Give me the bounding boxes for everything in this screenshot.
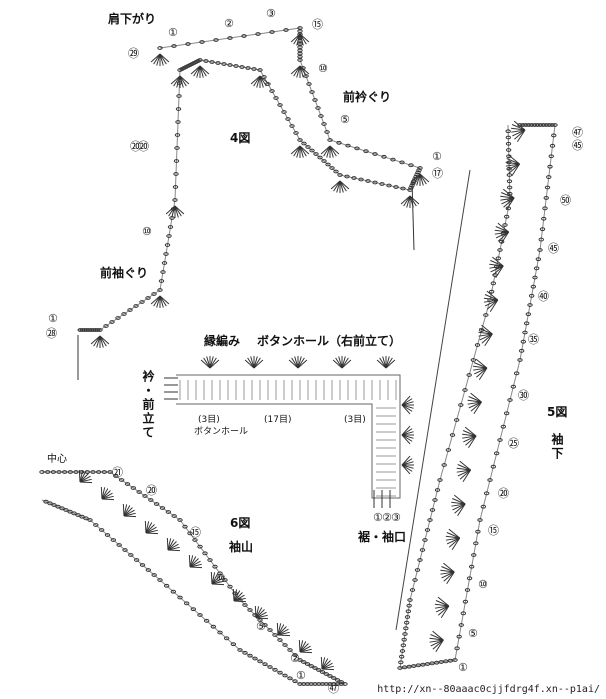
fig6-row-0: ㉑ — [112, 466, 123, 479]
edging-row-2: ③ — [391, 511, 401, 524]
fig5-label: 袖下 — [550, 433, 564, 461]
fig4-row-9: ㉙ — [128, 47, 139, 60]
fig6-row-7: ㊼ — [328, 682, 339, 695]
fig5-row-5: ㉟ — [528, 333, 539, 346]
fig6-row-4: ⑤ — [256, 620, 266, 633]
fig6-title: 6図 — [230, 516, 251, 530]
fig6-center-label: 中心 — [47, 454, 67, 465]
fig4-row-8: ⑰ — [432, 167, 443, 180]
fig5-outline — [395, 120, 558, 670]
fig5-row-10: ⑩ — [478, 578, 488, 591]
fig4-row-2: ③ — [266, 7, 276, 20]
edging-outline — [164, 356, 414, 508]
fig4-row-1: ② — [224, 17, 234, 30]
fig6-row-3: ⑩ — [216, 572, 226, 585]
fig4-title: 4図 — [230, 131, 251, 145]
fig5-row-4: ㊵ — [538, 290, 549, 303]
fig4-row-5: ⑩ — [318, 62, 328, 75]
count-3a: (3目) — [198, 415, 220, 425]
fig5-row-12: ① — [458, 661, 468, 674]
fig5-row-6: ㉚ — [518, 389, 529, 402]
fig6-row-5: ② — [290, 652, 300, 665]
fig4-row-0: ① — [168, 26, 178, 39]
fig4-row-13: ㉘ — [46, 327, 57, 340]
fig5-row-7: ㉕ — [508, 437, 519, 450]
edging-row-1: ② — [382, 511, 392, 524]
fig6-row-6: ① — [296, 669, 306, 682]
fig5-title: 5図 — [547, 405, 568, 419]
fig4-outline — [77, 26, 430, 380]
fig4-row-4: ⑳ — [130, 140, 141, 153]
count-17: (17目) — [264, 415, 292, 425]
fig5-row-9: ⑮ — [488, 524, 499, 537]
fig4-row-11: ⑩ — [142, 225, 152, 238]
buttonhole-title: ボタンホール（右前立て） — [257, 334, 402, 348]
fig5-row-8: ⑳ — [498, 487, 509, 500]
edging-row-0: ① — [373, 511, 383, 524]
fig6-label: 袖山 — [229, 540, 254, 554]
fig4-row-7: ① — [432, 150, 442, 163]
source-url: http://xn--80aaac0cjjfdrg4f.xn--p1ai/ — [377, 684, 600, 695]
fig4-armhole-label: 前袖ぐり — [100, 266, 149, 280]
fig4-collar-label: 前衿ぐり — [343, 90, 392, 104]
fig6-outline — [39, 469, 348, 686]
fig4-row-6: ⑤ — [340, 113, 350, 126]
fig5-row-2: ㊿ — [560, 194, 571, 207]
buttonhole-label: ボタンホール — [194, 427, 249, 437]
fig5-row-3: ㊺ — [548, 242, 559, 255]
collar-label: 衿・前立て — [141, 370, 155, 440]
fig5-row-0: ㊼ — [572, 126, 583, 139]
fig6-row-1: ⑳ — [146, 484, 157, 497]
bottom-label: 裾・袖口 — [358, 530, 407, 544]
fig4-shoulder-label: 肩下がり — [108, 12, 157, 26]
fig4-row-12: ① — [48, 312, 58, 325]
fig6-row-2: ⑮ — [190, 526, 201, 539]
edging-title: 縁編み — [204, 334, 241, 348]
fig5-row-11: ⑤ — [468, 627, 478, 640]
count-3b: (3目) — [344, 415, 366, 425]
fig5-row-1: ㊺ — [572, 139, 583, 152]
fig4-row-3: ⑮ — [312, 18, 323, 31]
fig4-row-10: ⑳ — [138, 140, 149, 153]
